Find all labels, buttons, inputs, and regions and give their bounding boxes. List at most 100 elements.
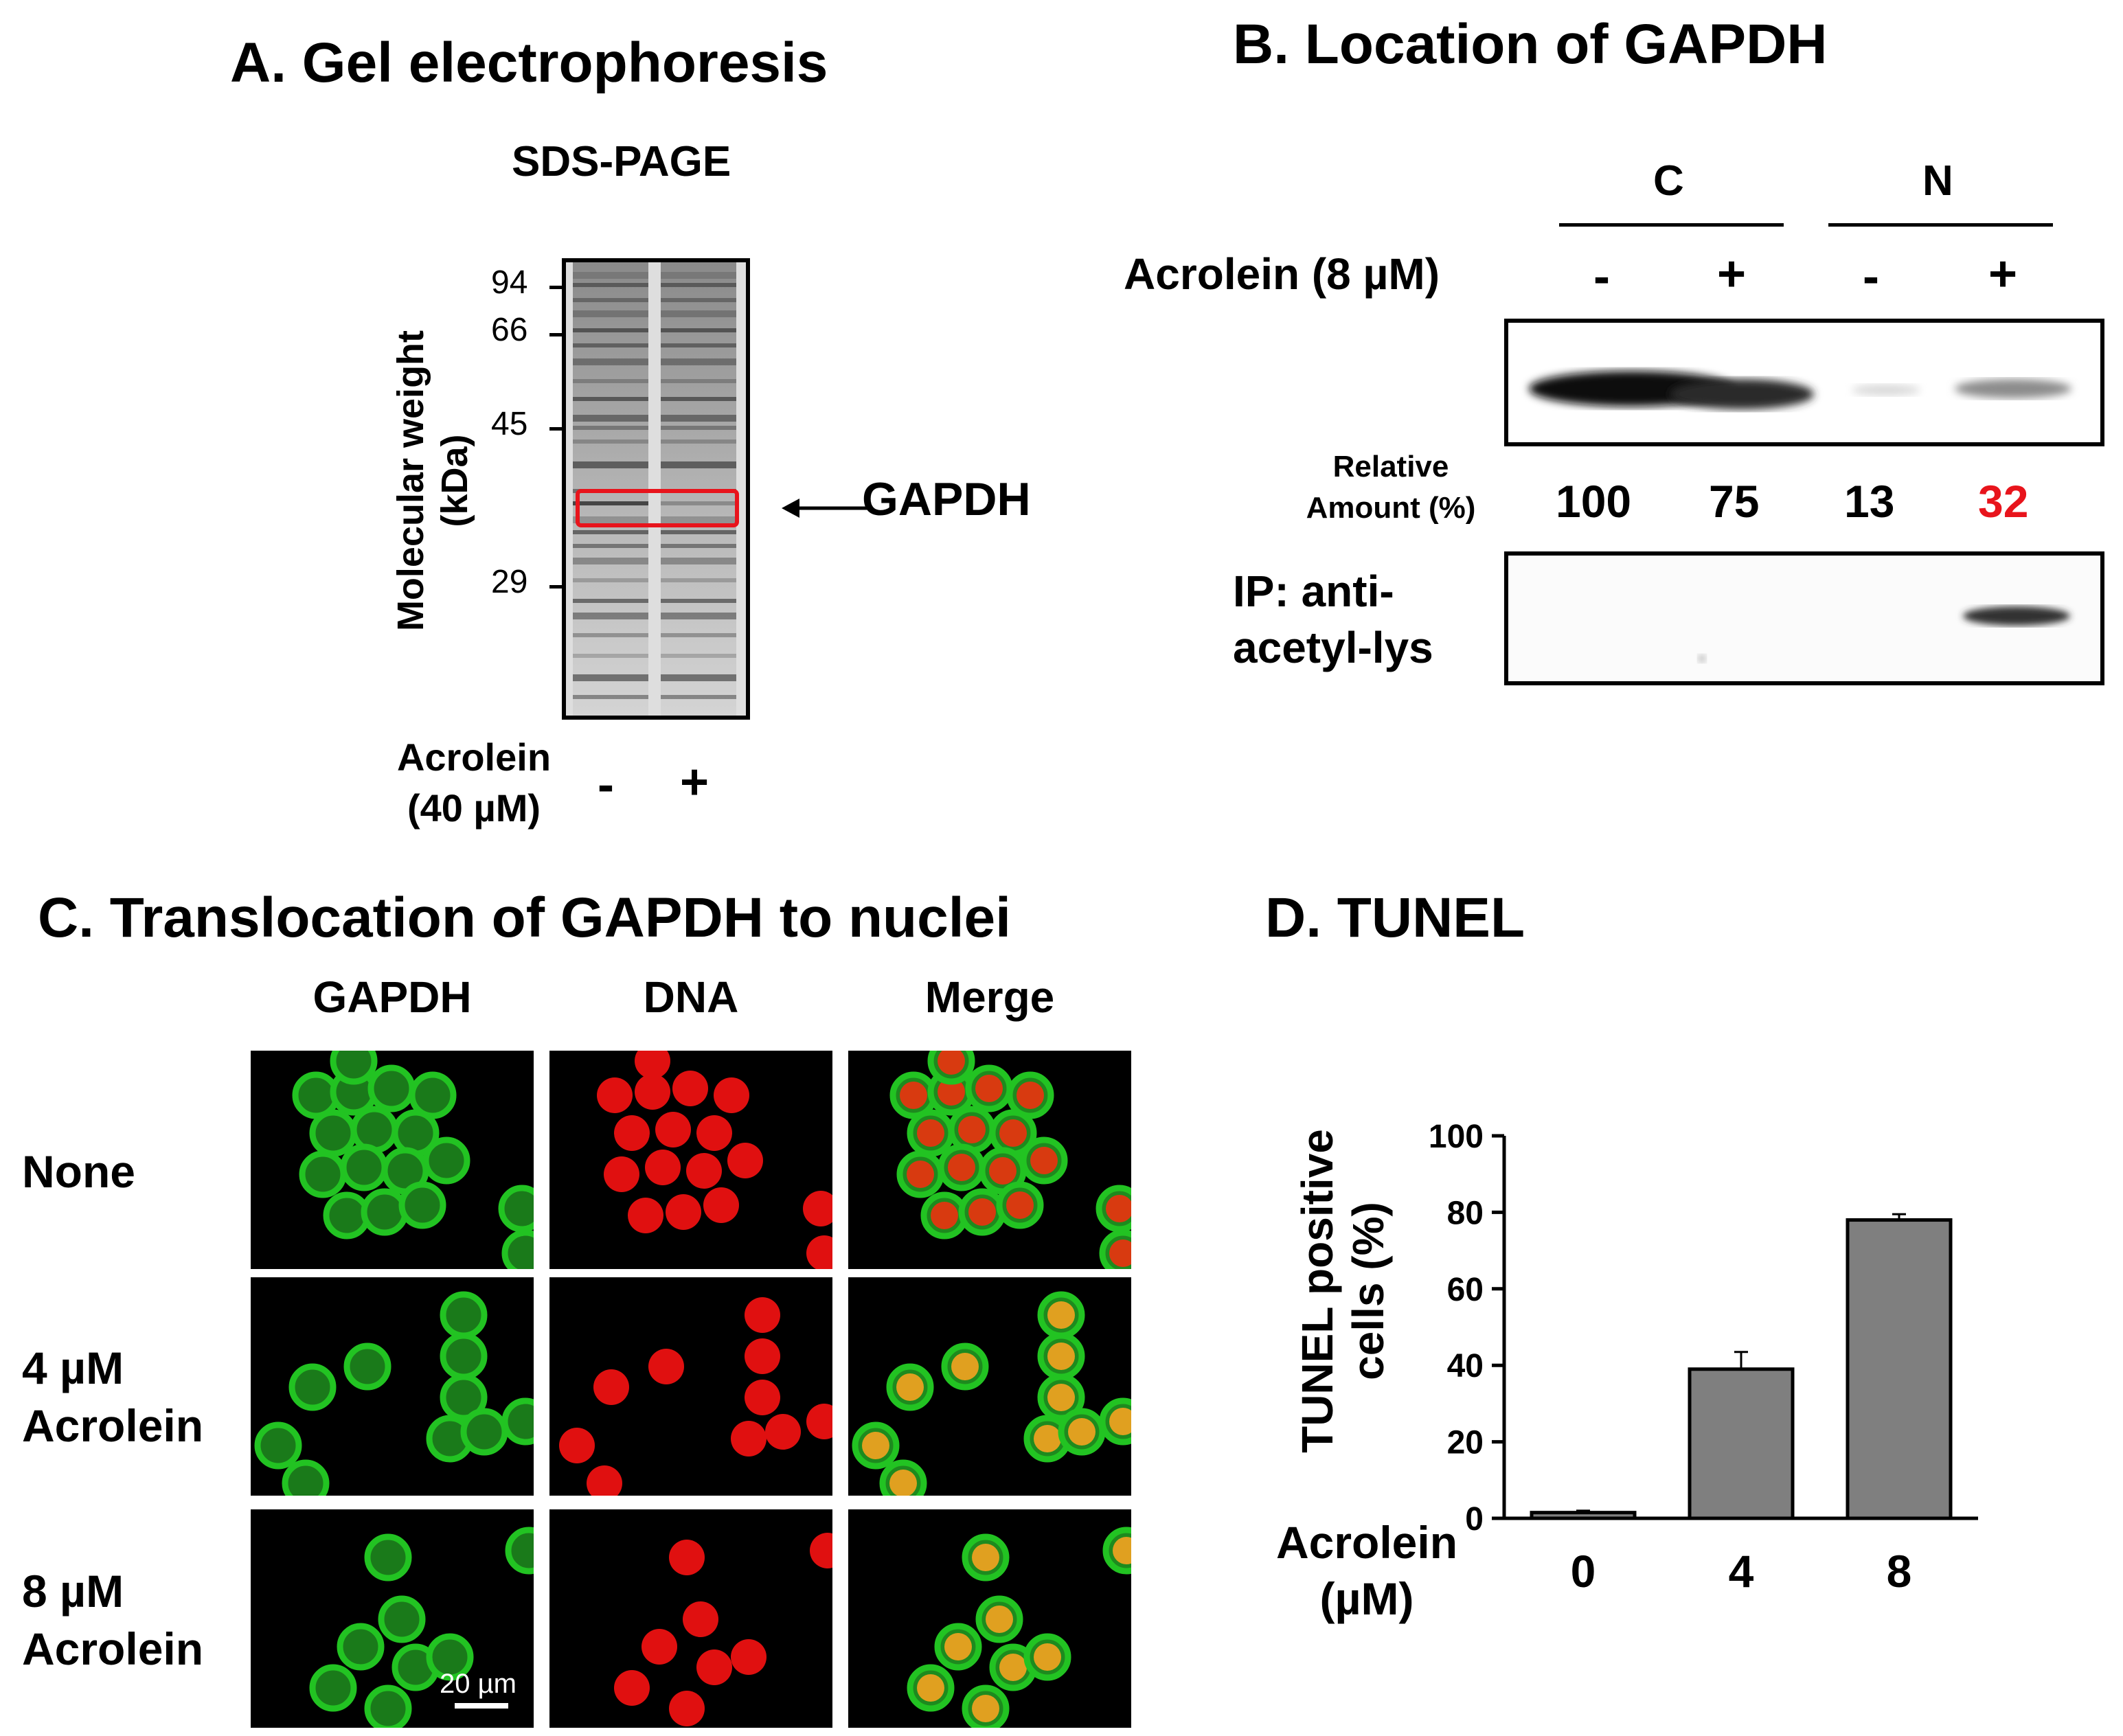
- cell-nucleus: [597, 1077, 633, 1113]
- cell-nucleus: [648, 1349, 684, 1384]
- gel-band: [573, 544, 648, 548]
- micrograph-merge-row0: [848, 1051, 1131, 1269]
- gel-band: [573, 328, 648, 332]
- col-label-dna: DNA: [643, 972, 739, 1022]
- cell-nucleus: [666, 1194, 701, 1230]
- cell-cytoplasm: [282, 1459, 330, 1496]
- ip-acetyl-blot: [1504, 551, 2104, 685]
- cell-cytoplasm: [309, 1109, 357, 1157]
- cell-nucleus: [1034, 1425, 1061, 1452]
- cell-nucleus: [731, 1639, 767, 1675]
- cell-nucleus: [1047, 1301, 1075, 1329]
- tunel-xlabel-line2: (µM): [1319, 1573, 1414, 1624]
- cell-nucleus: [917, 1674, 944, 1702]
- cell-nucleus: [593, 1369, 629, 1405]
- scalebar: [455, 1703, 508, 1709]
- y-tick-label: 100: [1429, 1119, 1484, 1155]
- cell-nucleus: [806, 1404, 832, 1439]
- ip-bands: [1698, 606, 2070, 663]
- gapdh-western-blot: [1504, 319, 2104, 446]
- cell-nucleus: [672, 1071, 708, 1106]
- x-tick-label: 0: [1571, 1546, 1596, 1597]
- cell-nucleus: [745, 1297, 780, 1333]
- gel-band: [573, 654, 648, 658]
- gel-band: [573, 379, 648, 383]
- cell-nucleus: [938, 1078, 965, 1106]
- row2-line2: Acrolein: [22, 1623, 204, 1674]
- cell-nucleus: [696, 1649, 732, 1685]
- cell-nucleus: [1109, 1240, 1131, 1267]
- cell-nucleus: [635, 1074, 670, 1110]
- b-lane-2: +: [1717, 247, 1747, 301]
- gapdh-highlight-box: [576, 489, 739, 527]
- gel-band: [661, 501, 736, 505]
- gel-band: [661, 599, 736, 603]
- cell-nucleus: [696, 1115, 732, 1151]
- cell-cytoplasm: [426, 1633, 474, 1681]
- cell-nucleus: [986, 1606, 1013, 1633]
- row1-line2: Acrolein: [22, 1400, 204, 1451]
- cell-nucleus: [958, 1116, 986, 1143]
- micrograph-gapdh-row1: [251, 1277, 534, 1496]
- gel-band: [573, 578, 648, 582]
- cell-cytoplasm: [498, 1185, 534, 1233]
- cell-nucleus: [944, 1633, 972, 1660]
- cell-cytoplasm: [350, 1106, 398, 1154]
- amount-n-minus: 13: [1844, 476, 1895, 527]
- cell-nucleus: [1006, 1191, 1034, 1219]
- gel-band: [573, 501, 648, 505]
- cell-nucleus: [683, 1601, 718, 1637]
- y-tick-label: 40: [1447, 1348, 1484, 1384]
- gel-band: [661, 674, 736, 681]
- mw-tick-94: 94: [491, 264, 528, 301]
- cell-nucleus: [587, 1465, 622, 1496]
- panel-c-title: C. Translocation of GAPDH to nuclei: [38, 887, 1011, 949]
- gel-band: [573, 695, 648, 699]
- gel-band: [661, 272, 736, 279]
- cell-cytoplasm: [440, 1373, 488, 1421]
- lane-minus: -: [598, 757, 614, 812]
- relative-line2: Amount (%): [1306, 491, 1476, 525]
- cell-cytoplasm: [361, 1188, 409, 1236]
- gel-band: [661, 439, 736, 444]
- cell-nucleus: [669, 1691, 705, 1726]
- col-label-merge: Merge: [924, 972, 1055, 1022]
- cell-nucleus: [806, 1235, 832, 1269]
- cell-nucleus: [703, 1187, 739, 1223]
- cell-nucleus: [917, 1119, 944, 1147]
- gel-band: [661, 558, 736, 564]
- gel-band: [661, 544, 736, 548]
- gel-band: [573, 310, 648, 317]
- cell-nucleus: [810, 1533, 832, 1568]
- cell-cytoplasm: [337, 1623, 385, 1671]
- panel-a-ylabel: Molecular weight (kDa): [389, 268, 477, 694]
- gel-band: [573, 516, 648, 523]
- blot-bands: [1529, 371, 2071, 409]
- cell-nucleus: [628, 1198, 663, 1233]
- gel-band: [661, 358, 736, 365]
- gel-band: [573, 343, 648, 347]
- cell-cytoplasm: [367, 1064, 416, 1112]
- cell-cytoplasm: [501, 1397, 534, 1446]
- tunel-xlabel: Acrolein (µM): [1257, 1514, 1477, 1627]
- cell-nucleus: [745, 1338, 780, 1374]
- cell-cytoplasm: [501, 1229, 534, 1269]
- cell-nucleus: [714, 1077, 749, 1113]
- cell-cytoplasm: [299, 1150, 347, 1198]
- ip-label: IP: anti- acetyl-lys: [1233, 563, 1433, 676]
- b-lane-4: +: [1988, 247, 2018, 301]
- cell-nucleus: [968, 1198, 996, 1226]
- cell-nucleus: [1106, 1195, 1131, 1222]
- cell-nucleus: [1068, 1418, 1095, 1446]
- cell-nucleus: [559, 1428, 595, 1463]
- gel-band: [573, 298, 648, 302]
- cell-cytoplasm: [330, 1051, 378, 1085]
- bar-4: [1688, 1367, 1795, 1520]
- cell-nucleus: [931, 1202, 958, 1229]
- gel-band: [661, 397, 736, 401]
- cell-nucleus: [765, 1414, 801, 1450]
- bar-8: [1846, 1218, 1953, 1520]
- gel-band: [573, 415, 648, 422]
- panel-a-subtitle: SDS-PAGE: [512, 138, 731, 185]
- micrograph-gapdh-row2: [251, 1509, 534, 1728]
